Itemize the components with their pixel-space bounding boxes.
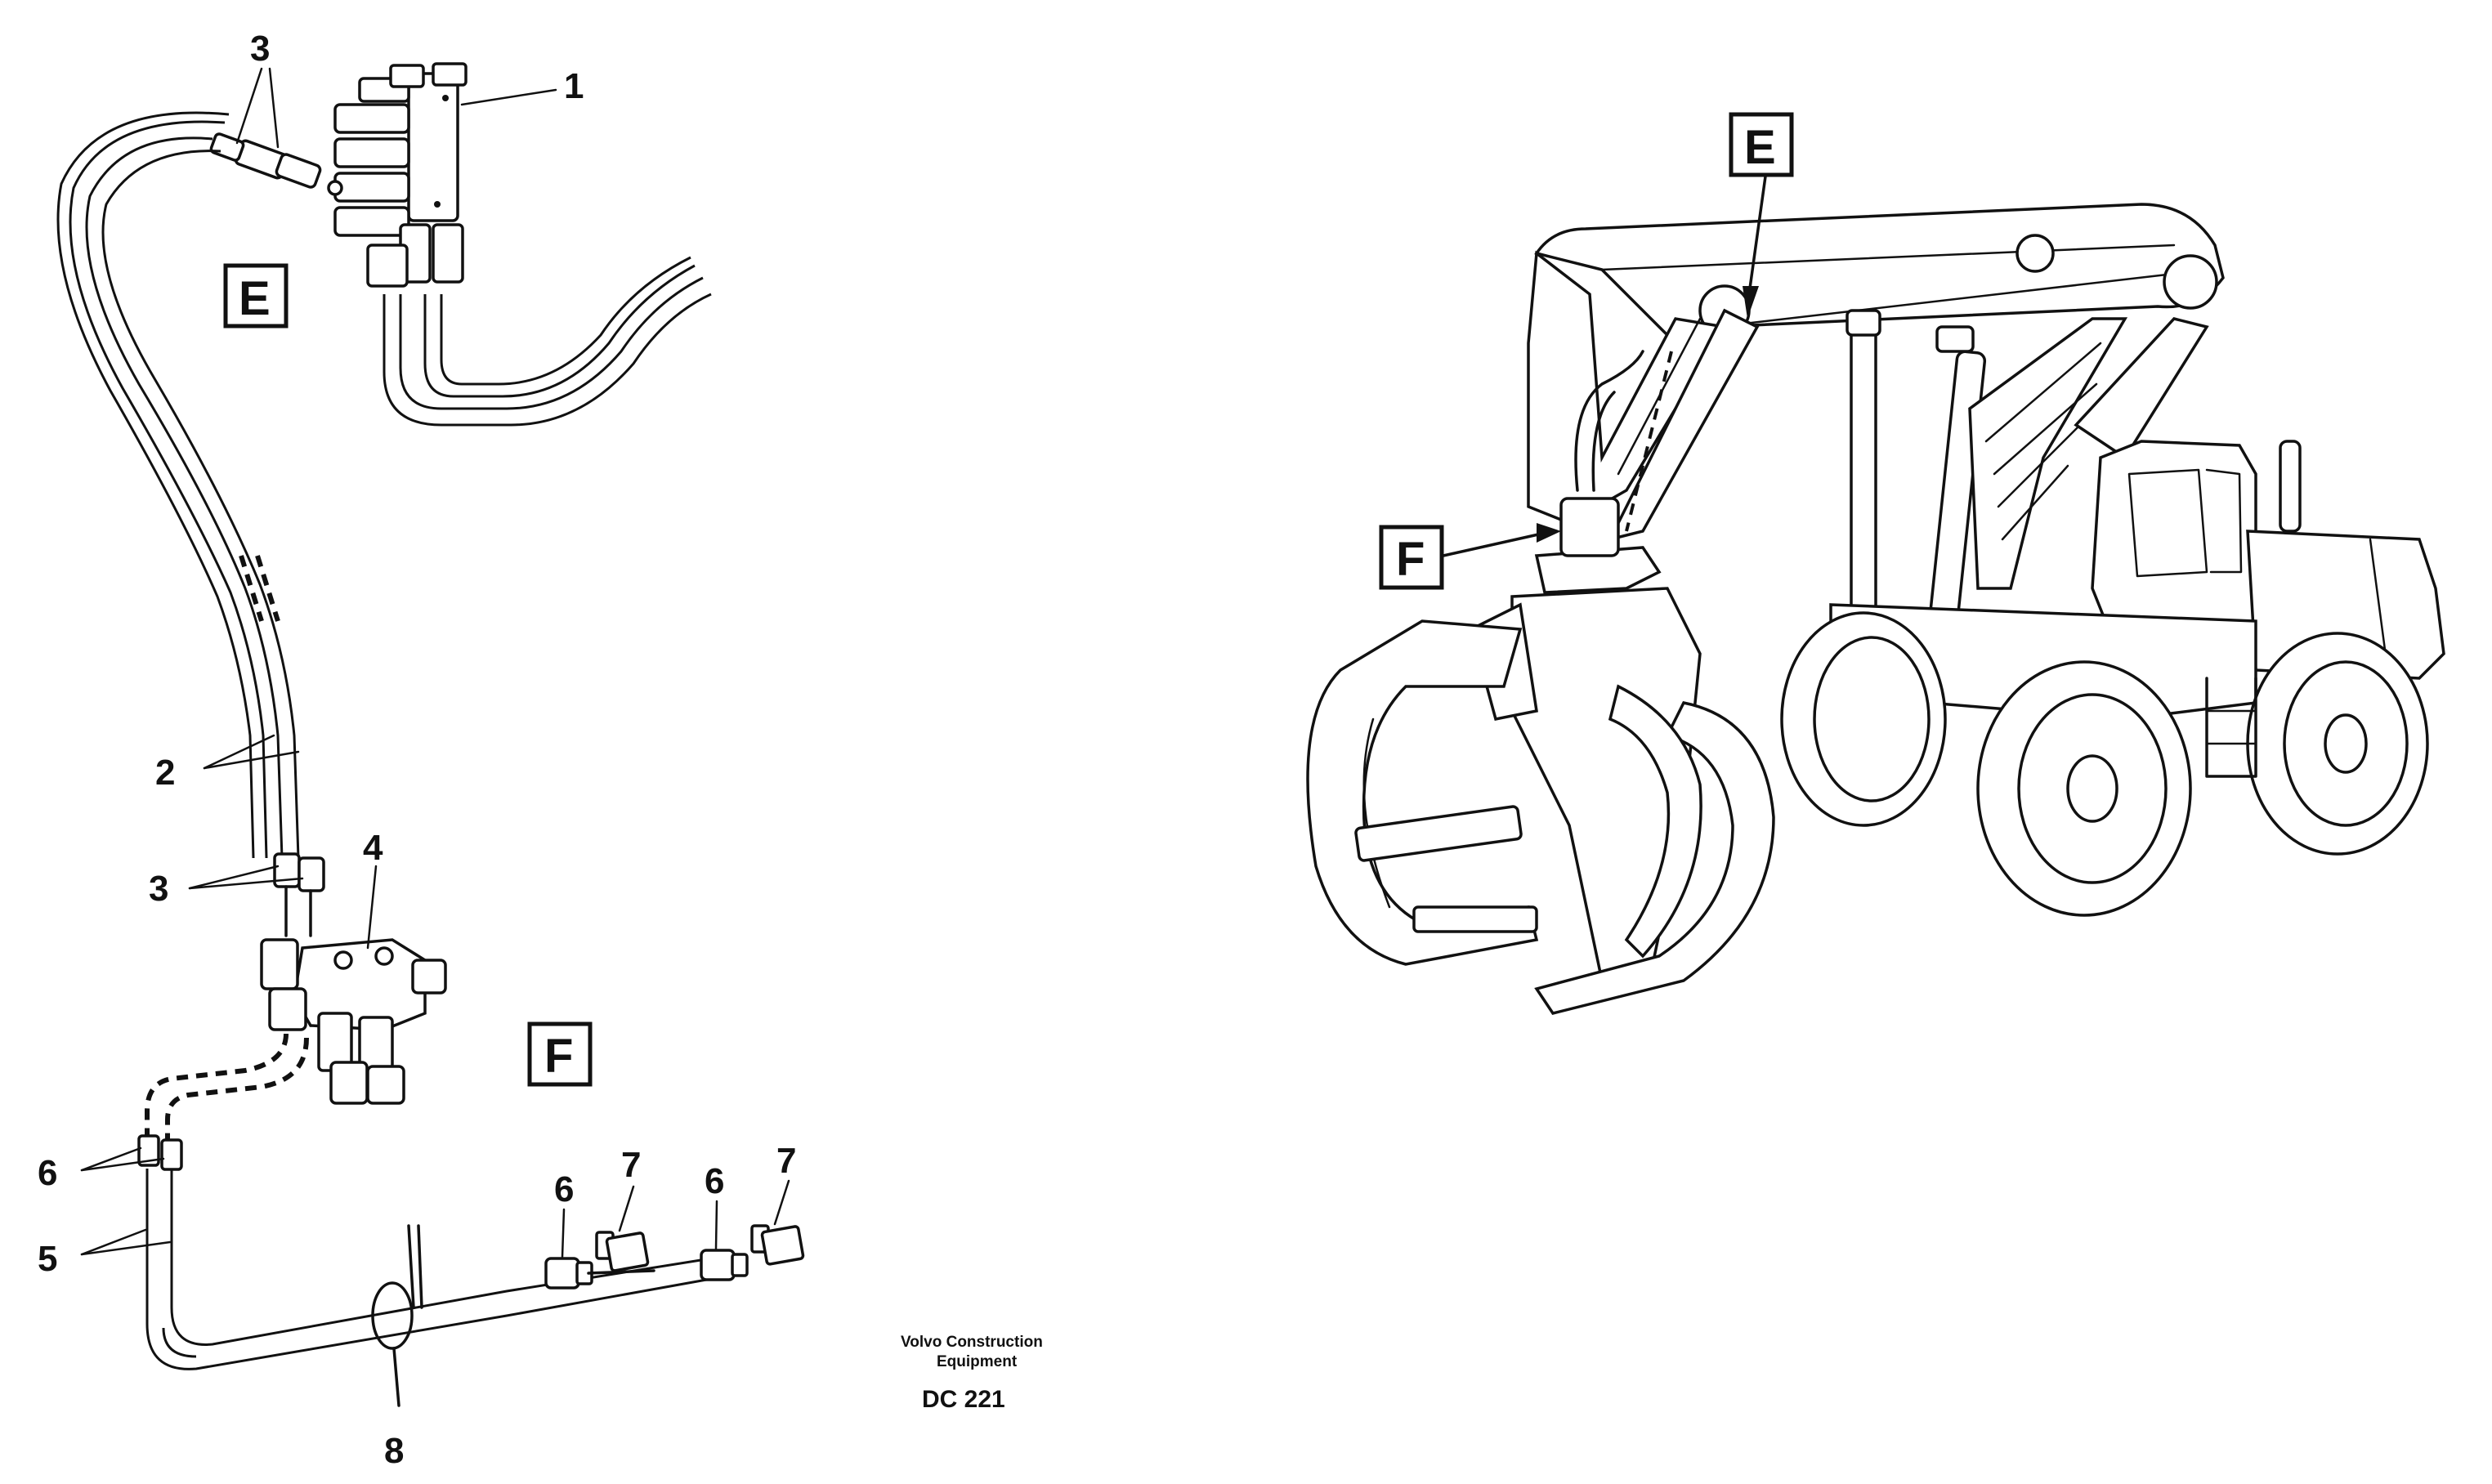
callout-6-left: 6 <box>38 1153 57 1193</box>
hose-5 <box>145 1169 712 1370</box>
callout-3-top: 3 <box>250 29 270 69</box>
callout-6-right: 6 <box>705 1161 724 1201</box>
svg-text:F: F <box>544 1030 573 1083</box>
callout-5: 5 <box>38 1239 57 1279</box>
hose-dashed-link <box>145 1033 309 1140</box>
fitting-6-7-middle <box>544 1231 655 1290</box>
detail-label-e-machine: E <box>1729 112 1794 319</box>
callout-8: 8 <box>384 1431 404 1471</box>
fitting-6-left <box>137 1134 183 1171</box>
hose-loop-top <box>383 256 712 427</box>
fitting-3-top <box>209 132 343 196</box>
svg-text:E: E <box>1744 121 1776 174</box>
detail-label-f-machine: F <box>1379 523 1561 590</box>
credit-line-1: Volvo Construction <box>901 1334 1043 1351</box>
detail-label-e-left: E <box>223 263 289 329</box>
svg-text:F: F <box>1396 533 1425 586</box>
callout-2: 2 <box>155 753 175 793</box>
callout-4: 4 <box>363 828 383 868</box>
callout-7-middle: 7 <box>621 1145 641 1185</box>
drawing-code: DC 221 <box>922 1386 1005 1413</box>
credit-line-2: Equipment <box>937 1353 1018 1370</box>
callout-1: 1 <box>564 66 584 106</box>
callout-3-middle: 3 <box>149 869 168 909</box>
hose-clamp-8 <box>371 1224 423 1407</box>
leader-lines <box>80 67 790 1258</box>
callout-7-right: 7 <box>776 1141 796 1181</box>
log-loader-machine <box>1306 203 2445 1015</box>
hose-2 <box>56 111 300 859</box>
fitting-3-middle <box>273 852 325 937</box>
distribution-block-1 <box>333 62 468 288</box>
fitting-6-7-right <box>700 1224 805 1281</box>
valve-block-4 <box>260 938 447 1105</box>
callout-6-middle: 6 <box>554 1169 574 1209</box>
svg-text:E: E <box>239 272 271 325</box>
detail-label-f-left: F <box>527 1021 593 1087</box>
